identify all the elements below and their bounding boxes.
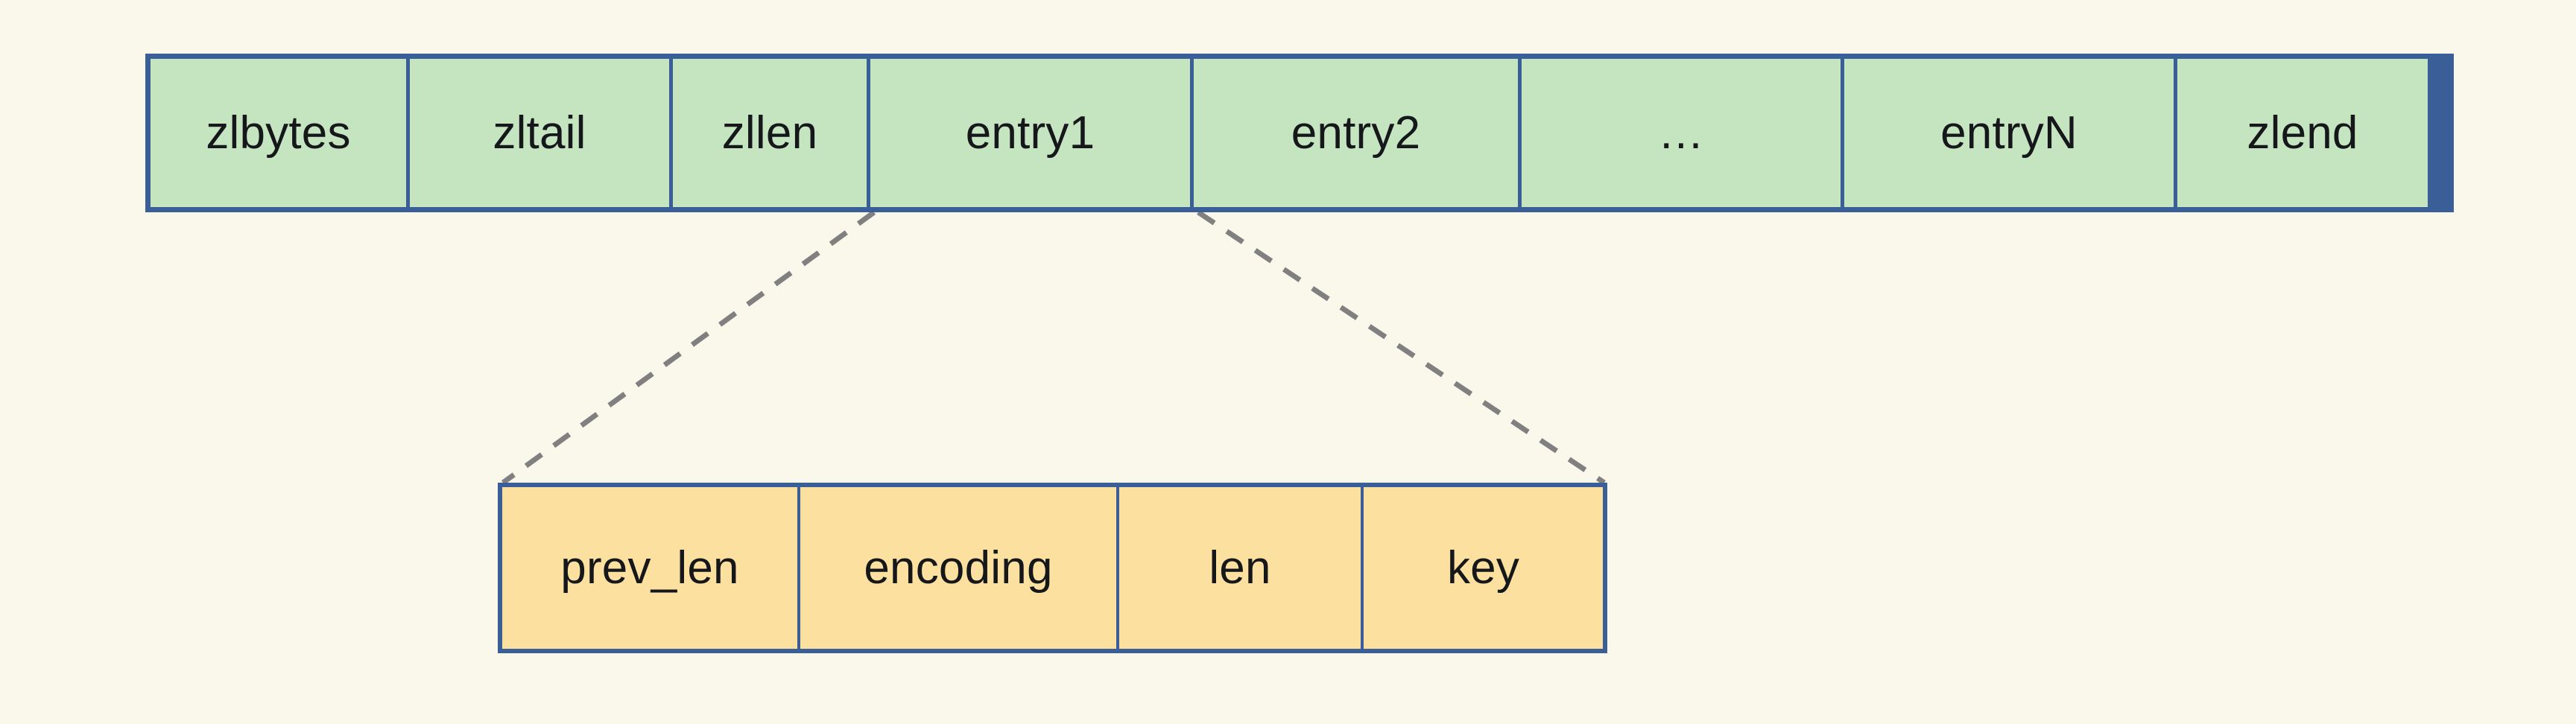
ziplist-cell-zltail[interactable]: zltail [406,59,669,207]
entry-cell-label: key [1446,542,1520,594]
ziplist-cell-zlend[interactable]: zlend [2174,59,2428,207]
entry-cell-label: len [1209,542,1271,594]
entry-cell-key[interactable]: key [1361,487,1603,649]
ziplist-structure-row: zlbytes zltail zllen entry1 entry2 … ent… [145,54,2454,212]
entry1-left-connector [501,210,876,485]
entry-cell-label: prev_len [560,542,739,594]
ziplist-cell-label: entryN [1940,107,2077,159]
entry-cell-len[interactable]: len [1116,487,1361,649]
ziplist-cell-label: zltail [493,107,586,159]
entry-cell-prev-len[interactable]: prev_len [502,487,797,649]
ziplist-cell-label: … [1657,107,1705,159]
entry-cell-encoding[interactable]: encoding [797,487,1116,649]
ziplist-cell-entryn[interactable]: entryN [1841,59,2174,207]
ziplist-cell-entry1[interactable]: entry1 [867,59,1190,207]
entry-detail-row: prev_len encoding len key [498,483,1607,653]
ziplist-cell-label: zlbytes [206,107,351,159]
ziplist-cell-label: zlend [2247,107,2358,159]
ziplist-cell-label: entry2 [1291,107,1421,159]
ziplist-cell-zlbytes[interactable]: zlbytes [151,59,406,207]
ziplist-cell-entry2[interactable]: entry2 [1190,59,1518,207]
ziplist-cell-label: zllen [721,107,818,159]
ziplist-cell-zllen[interactable]: zllen [669,59,867,207]
entry-cell-label: encoding [864,542,1053,594]
ziplist-cell-label: entry1 [965,107,1095,159]
ziplist-cell-ellipsis[interactable]: … [1518,59,1841,207]
entry1-right-connector [1197,210,1606,485]
